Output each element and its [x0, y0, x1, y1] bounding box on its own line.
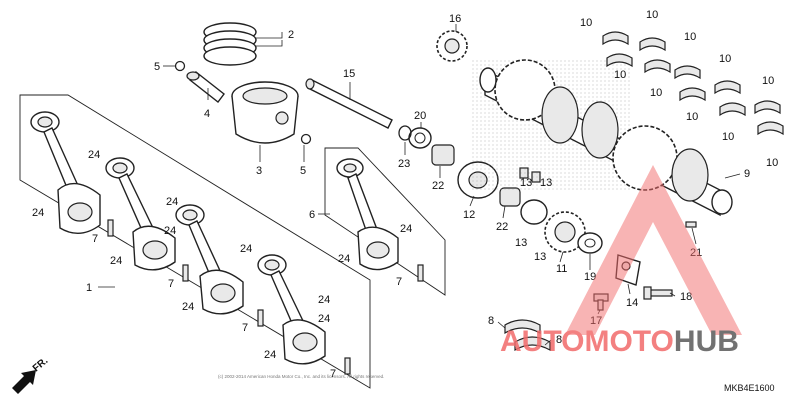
connecting-rod-4[interactable] — [257, 254, 326, 365]
watermark-brand-part3: HUB — [674, 325, 739, 358]
callout-14[interactable]: 14 — [626, 297, 638, 309]
piston-pin-clip-5b[interactable] — [300, 133, 312, 145]
connecting-rod-1[interactable] — [30, 111, 101, 234]
washer-20[interactable] — [408, 127, 432, 149]
callout-24i[interactable]: 24 — [400, 223, 412, 235]
gear-16[interactable] — [436, 30, 468, 62]
piston-pin-clip-5a[interactable] — [174, 60, 186, 72]
callout-20[interactable]: 20 — [414, 110, 426, 122]
callout-9[interactable]: 9 — [744, 168, 750, 180]
callout-24c[interactable]: 24 — [166, 196, 178, 208]
callout-8b[interactable]: 8 — [556, 334, 562, 346]
callouts: 2 5 4 3 5 15 20 23 22 22 12 13 13 13 13 … — [32, 9, 778, 380]
callout-6[interactable]: 6 — [309, 209, 315, 221]
callout-24g[interactable]: 24 — [318, 294, 330, 306]
callout-13d[interactable]: 13 — [534, 251, 546, 263]
callout-24e[interactable]: 24 — [240, 243, 252, 255]
callout-7e[interactable]: 7 — [396, 276, 402, 288]
callout-4[interactable]: 4 — [204, 108, 210, 120]
callout-13c[interactable]: 13 — [515, 237, 527, 249]
callout-10j[interactable]: 10 — [766, 157, 778, 169]
callout-24h[interactable]: 24 — [264, 349, 276, 361]
callout-5b[interactable]: 5 — [300, 165, 306, 177]
callout-15[interactable]: 15 — [343, 68, 355, 80]
conrod-set-frame — [19, 94, 371, 389]
gear-11[interactable] — [544, 211, 586, 253]
connecting-rod-2[interactable] — [105, 157, 176, 271]
callout-7c[interactable]: 7 — [242, 322, 248, 334]
ring-23[interactable] — [398, 125, 412, 141]
front-arrow-icon — [12, 370, 36, 394]
callout-24d[interactable]: 24 — [110, 255, 122, 267]
callout-13b[interactable]: 13 — [540, 177, 552, 189]
callout-10i[interactable]: 10 — [762, 75, 774, 87]
bearings-8[interactable] — [504, 319, 551, 352]
bolt-18[interactable] — [643, 286, 673, 300]
main-bearings[interactable] — [602, 31, 784, 136]
callout-22a[interactable]: 22 — [432, 180, 444, 192]
callout-24f[interactable]: 24 — [182, 301, 194, 313]
callout-12[interactable]: 12 — [463, 209, 475, 221]
callout-10h[interactable]: 10 — [722, 131, 734, 143]
callout-24l[interactable]: 24 — [318, 313, 330, 325]
washer-19[interactable] — [577, 232, 603, 254]
callout-16[interactable]: 16 — [449, 13, 461, 25]
callout-10b[interactable]: 10 — [614, 69, 626, 81]
callout-24b[interactable]: 24 — [32, 207, 44, 219]
callout-23[interactable]: 23 — [398, 158, 410, 170]
needle-bearing-22a[interactable] — [431, 144, 455, 166]
callout-10a[interactable]: 10 — [580, 17, 592, 29]
callout-7d[interactable]: 7 — [330, 368, 336, 380]
callout-8a[interactable]: 8 — [488, 315, 494, 327]
key-21[interactable] — [685, 221, 697, 228]
leader-lines — [98, 24, 741, 346]
callout-10f[interactable]: 10 — [686, 111, 698, 123]
crankshaft[interactable] — [479, 59, 733, 217]
watermark: AUTOMOTOHUB — [500, 165, 742, 358]
piston[interactable] — [231, 81, 299, 144]
connecting-rod-single[interactable] — [336, 158, 399, 271]
watermark-brand-part1: AUTO — [500, 325, 584, 358]
front-arrow: FR. — [12, 355, 50, 394]
callout-7a[interactable]: 7 — [92, 233, 98, 245]
watermark-triangle-icon — [565, 165, 742, 335]
needle-bearing-22b[interactable] — [499, 187, 521, 207]
callout-11[interactable]: 11 — [556, 263, 567, 275]
callout-5a[interactable]: 5 — [154, 61, 160, 73]
callout-24j[interactable]: 24 — [338, 253, 350, 265]
callout-18[interactable]: 18 — [680, 291, 692, 303]
connecting-rod-3[interactable] — [175, 204, 244, 315]
diagram-code: MKB4E1600 — [724, 383, 775, 393]
callout-10g[interactable]: 10 — [719, 53, 731, 65]
callout-22b[interactable]: 22 — [496, 221, 508, 233]
callout-7b[interactable]: 7 — [168, 278, 174, 290]
callout-10c[interactable]: 10 — [646, 9, 658, 21]
callout-24a[interactable]: 24 — [88, 149, 100, 161]
callout-10d[interactable]: 10 — [650, 87, 662, 99]
callout-2[interactable]: 2 — [288, 29, 294, 41]
callout-19[interactable]: 19 — [584, 271, 596, 283]
piston-rings[interactable] — [203, 22, 257, 66]
piston-pin[interactable] — [186, 71, 225, 103]
callout-1[interactable]: 1 — [86, 282, 92, 294]
copyright-text: (c) 2002-2014 American Honda Motor Co., … — [218, 374, 384, 379]
watermark-brand: AUTOMOTOHUB — [500, 325, 739, 358]
callout-24k[interactable]: 24 — [164, 225, 176, 237]
conrod-single-frame — [324, 147, 446, 296]
watermark-brand-part2: MOTO — [584, 325, 673, 358]
callout-13a[interactable]: 13 — [520, 177, 532, 189]
rod-bolts[interactable] — [107, 219, 424, 375]
callout-3[interactable]: 3 — [256, 165, 262, 177]
shaft-15[interactable] — [305, 78, 393, 129]
callout-10e[interactable]: 10 — [684, 31, 696, 43]
